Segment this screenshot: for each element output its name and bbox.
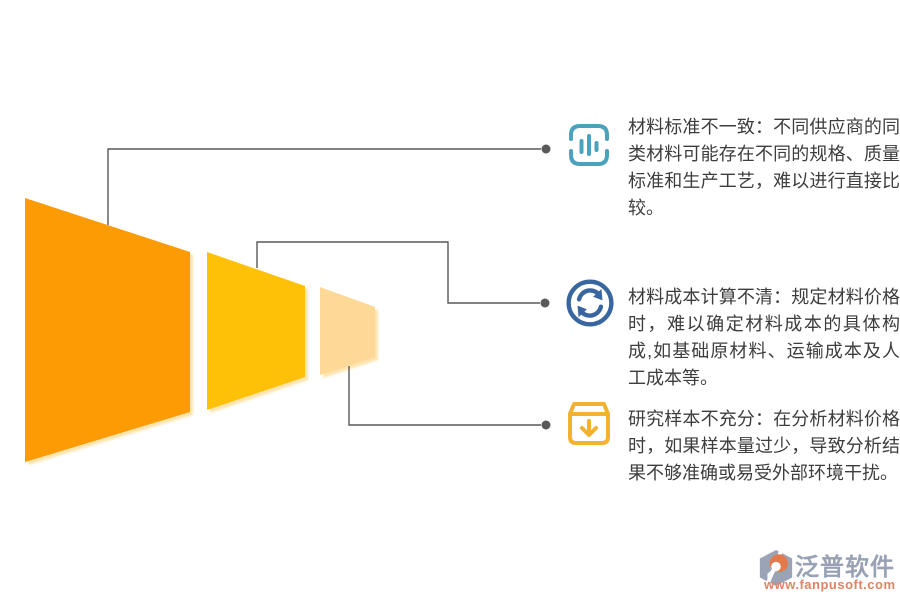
connector-dot-1 (541, 144, 551, 154)
bar-chart-icon (565, 121, 615, 171)
connector-line-3 (348, 366, 541, 426)
sync-icon (565, 278, 615, 328)
brand-name: 泛普软件 (795, 554, 895, 581)
brand-logo-icon (759, 549, 793, 587)
list-item-material-standards: 材料标准不一致：不同供应商的同类材料可能存在不同的规格、质量标准和生产工艺，难以… (565, 114, 900, 222)
funnel-stage-2 (207, 252, 305, 410)
connector-line-1 (107, 148, 541, 225)
list-item-material-cost: 材料成本计算不清：规定材料价格时，难以确定材料成本的具体构成,如基础原材料、运输… (565, 279, 900, 392)
funnel-stage-1 (25, 198, 190, 462)
connector-line-2 (256, 241, 540, 304)
list-item-research-sample: 研究样本不充分：在分析材料价格时，如果样本量过少，导致分析结果不够准确或易受外部… (565, 402, 900, 487)
brand-url: www.fanpusoft.com (764, 577, 896, 592)
funnel-stage-3 (320, 287, 375, 375)
brand-logo: 泛普软件 www.fanpusoft.com (745, 547, 895, 595)
connector-dot-3 (541, 420, 551, 430)
item-text-research-sample: 研究样本不充分：在分析材料价格时，如果样本量过少，导致分析结果不够准确或易受外部… (628, 409, 900, 483)
item-text-material-standards: 材料标准不一致：不同供应商的同类材料可能存在不同的规格、质量标准和生产工艺，难以… (628, 117, 900, 218)
box-download-icon (565, 399, 615, 449)
connector-dot-2 (540, 298, 550, 308)
item-text-material-cost: 材料成本计算不清：规定材料价格时，难以确定材料成本的具体构成,如基础原材料、运输… (628, 287, 900, 388)
